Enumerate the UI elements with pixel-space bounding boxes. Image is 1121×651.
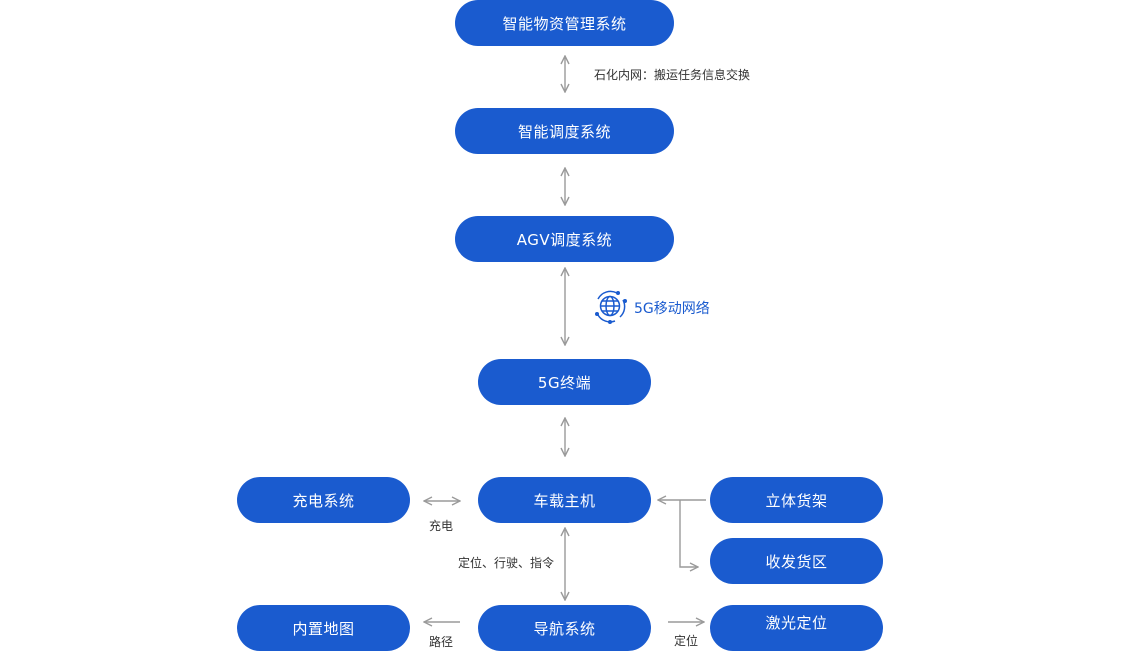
node-pickup: 收发货区 — [710, 538, 883, 584]
node-dispatch: 智能调度系统 — [455, 108, 674, 154]
node-terminal: 5G终端 — [478, 359, 651, 405]
node-agv: AGV调度系统 — [455, 216, 674, 262]
globe-network-icon — [595, 290, 627, 324]
label-intranet: 石化内网：搬运任务信息交换 — [594, 68, 751, 82]
node-laser: 激光定位 — [710, 605, 883, 651]
node-shelf: 立体货架 — [710, 477, 883, 523]
label-path: 路径 — [429, 635, 454, 649]
node-charging: 充电系统 — [237, 477, 410, 523]
node-host: 车载主机 — [478, 477, 651, 523]
label-locate: 定位 — [674, 634, 699, 648]
node-map: 内置地图 — [237, 605, 410, 651]
label-locate-drive: 定位、行驶、指令 — [458, 556, 555, 570]
node-nav: 导航系统 — [478, 605, 651, 651]
arrow-branch-pickup — [679, 500, 698, 567]
label-charge: 充电 — [429, 519, 454, 533]
node-wms: 智能物资管理系统 — [455, 0, 674, 46]
label-5g-network: 5G移动网络 — [634, 301, 710, 317]
